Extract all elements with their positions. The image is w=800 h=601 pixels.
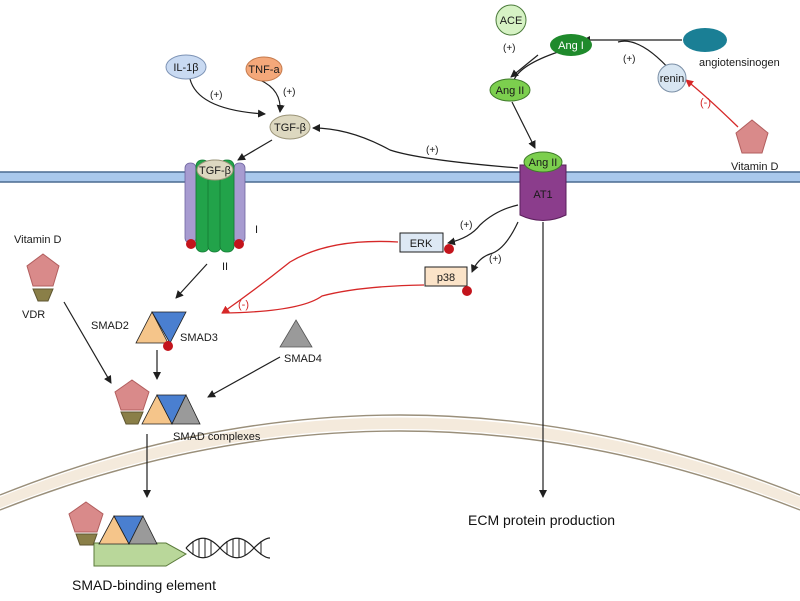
inhibition-arrows (221, 79, 739, 314)
vitamin-d-left-label: Vitamin D (14, 234, 62, 246)
arrow-p38-inhibits-smad3 (221, 284, 425, 314)
tgfb-receptor: TGF-β I II (184, 159, 258, 273)
erk-phospho-site (444, 244, 454, 254)
p38-node: p38 (424, 266, 472, 296)
receptor-type-i-label: I (255, 224, 258, 236)
smad3-phospho-site (163, 341, 173, 351)
sign-erk: (+) (460, 220, 473, 231)
vitamin-d-vdr-left: Vitamin D VDR (14, 234, 62, 321)
ace-label: ACE (500, 15, 523, 27)
il1b-label: IL-1β (173, 62, 198, 74)
erk-node: ERK (399, 232, 454, 254)
arrow-smad4-to-complex (207, 356, 281, 398)
tnfa-label: TNF-a (248, 64, 280, 76)
arrow-ang-i-to-ang-ii (513, 51, 559, 81)
erk-label: ERK (410, 238, 433, 250)
arrow-il1b-to-tgfb (189, 78, 266, 118)
arrow-ang-ii-to-at1 (511, 101, 536, 149)
nuclear-membrane (0, 414, 800, 511)
sign-labels: (+) (+) (-) (+) (+) (+) (+) (+) (-) (210, 43, 711, 311)
phospho-site-left (186, 239, 196, 249)
sign-il1b: (+) (210, 90, 223, 101)
angiotensinogen-node: angiotensinogen (683, 28, 780, 69)
smad2-label: SMAD2 (91, 320, 129, 332)
at1-label: AT1 (533, 189, 552, 201)
arrow-receptor-to-smad (175, 263, 208, 299)
vitamin-d-top-label: Vitamin D (731, 161, 779, 173)
arrow-vdr-to-complex (63, 301, 112, 384)
at1-receptor: Ang II AT1 (519, 151, 567, 221)
arrow-ace-to-ang-conversion (510, 54, 539, 78)
phospho-site-right (234, 239, 244, 249)
ang-ii-label: Ang II (496, 85, 525, 97)
sign-tnfa: (+) (283, 87, 296, 98)
vitamin-d-top-node: Vitamin D (731, 119, 779, 173)
angiotensinogen-label: angiotensinogen (699, 57, 780, 69)
sign-renin: (+) (623, 54, 636, 65)
smad-binding-complex (68, 501, 188, 567)
renin-label: renin (660, 73, 684, 85)
smad23-pair: SMAD2 SMAD3 (91, 311, 218, 351)
smad4-node: SMAD4 (279, 319, 322, 365)
tnfa-node: TNF-a (245, 56, 283, 82)
smad3-label: SMAD3 (180, 332, 218, 344)
arrow-erk-inhibits-smad3 (221, 240, 399, 314)
receptor-type-ii-label: II (222, 261, 228, 273)
arrow-at1-to-p38 (471, 221, 519, 273)
arrow-at1-to-tgfb (312, 124, 519, 169)
sign-p38: (+) (489, 254, 502, 265)
sbe-label: SMAD-binding element (72, 577, 216, 593)
arrow-at1-to-erk (447, 204, 519, 246)
renin-node: renin (657, 63, 687, 93)
sign-vitamin-d-renin: (-) (700, 97, 711, 109)
arrow-tnfa-to-tgfb (259, 79, 285, 113)
ang-i-label: Ang I (558, 40, 584, 52)
ecm-label: ECM protein production (468, 512, 615, 528)
tgfb-node: TGF-β (269, 114, 311, 140)
sign-at1-tgfb: (+) (426, 145, 439, 156)
smad-complexes-label: SMAD complexes (173, 431, 261, 443)
activation-arrows (63, 36, 682, 498)
cell-membrane (0, 171, 800, 183)
at1-ang-ii-label: Ang II (529, 157, 558, 169)
ace-node: ACE (495, 4, 527, 36)
vdr-label: VDR (22, 309, 45, 321)
ang-ii-node: Ang II (489, 78, 531, 102)
arrow-vitamin-d-inhibits-renin (685, 79, 739, 128)
sign-ace: (+) (503, 43, 516, 54)
tgfb-receptor-ligand-label: TGF-β (199, 165, 231, 177)
smad4-label: SMAD4 (284, 353, 322, 365)
tgfb-label: TGF-β (274, 122, 306, 134)
dna-helix (185, 537, 271, 559)
il1b-node: IL-1β (165, 54, 207, 80)
smad-complex-cytoplasm: SMAD complexes (114, 379, 261, 443)
arrow-tgfb-to-receptor (237, 139, 273, 161)
sign-smad-inhibition: (-) (238, 299, 249, 311)
p38-label: p38 (437, 272, 455, 284)
p38-phospho-site (462, 286, 472, 296)
ang-i-node: Ang I (550, 34, 592, 56)
